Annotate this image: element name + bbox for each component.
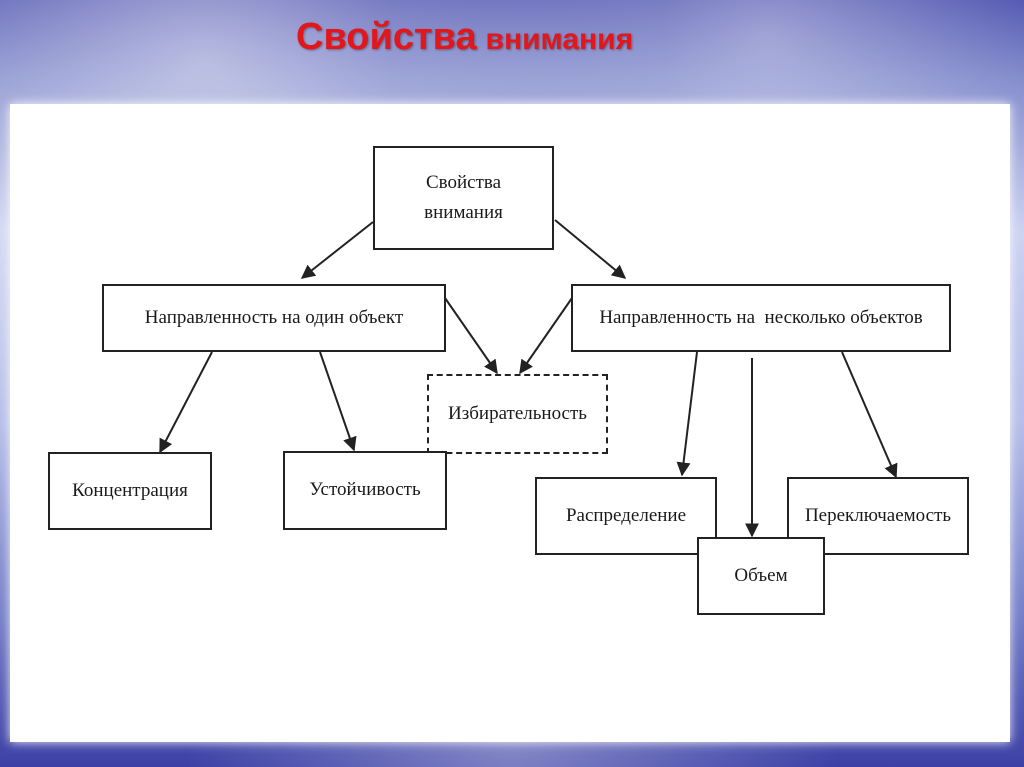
arrow-root-to-several-objects bbox=[554, 219, 627, 279]
several-objects-node: Направленность на несколько объектов bbox=[571, 284, 951, 352]
volume-label: Объем bbox=[734, 564, 788, 586]
switching-label: Переключаемость bbox=[804, 504, 952, 526]
concentration-node: Концентрация bbox=[48, 452, 212, 530]
one-object-label: Направленность на один объект bbox=[144, 306, 404, 328]
root-node-line-2: внимания bbox=[424, 202, 503, 223]
page-title: Свойства внимания bbox=[296, 18, 633, 56]
selectivity-label: Избирательность bbox=[448, 402, 587, 424]
distribution-label: Распределение bbox=[565, 504, 687, 526]
arrow-several-objects-to-switching bbox=[841, 351, 898, 479]
arrow-several-objects-to-distribution bbox=[676, 351, 698, 477]
title-word-2: внимания bbox=[485, 23, 634, 56]
root-node: Свойства внимания bbox=[373, 146, 554, 250]
several-objects-label: Направленность на несколько объектов bbox=[599, 306, 923, 328]
concentration-label: Концентрация bbox=[72, 479, 188, 501]
distribution-node: Распределение bbox=[535, 477, 717, 555]
arrow-several-objects-to-selectivity bbox=[519, 297, 573, 375]
title-word-1: Свойства bbox=[296, 16, 477, 58]
arrow-root-to-one-object bbox=[300, 221, 374, 279]
arrow-one-object-to-concentration bbox=[159, 351, 213, 454]
stability-node: Устойчивость bbox=[283, 451, 447, 530]
stability-label: Устойчивость bbox=[309, 479, 421, 501]
one-object-node: Направленность на один объект bbox=[102, 284, 446, 352]
root-node-line-1: Свойства bbox=[425, 171, 502, 193]
volume-node: Объем bbox=[697, 537, 825, 615]
selectivity-node: Избирательность bbox=[427, 374, 608, 454]
arrow-one-object-to-selectivity bbox=[444, 297, 498, 375]
arrow-one-object-to-stability bbox=[319, 351, 357, 452]
